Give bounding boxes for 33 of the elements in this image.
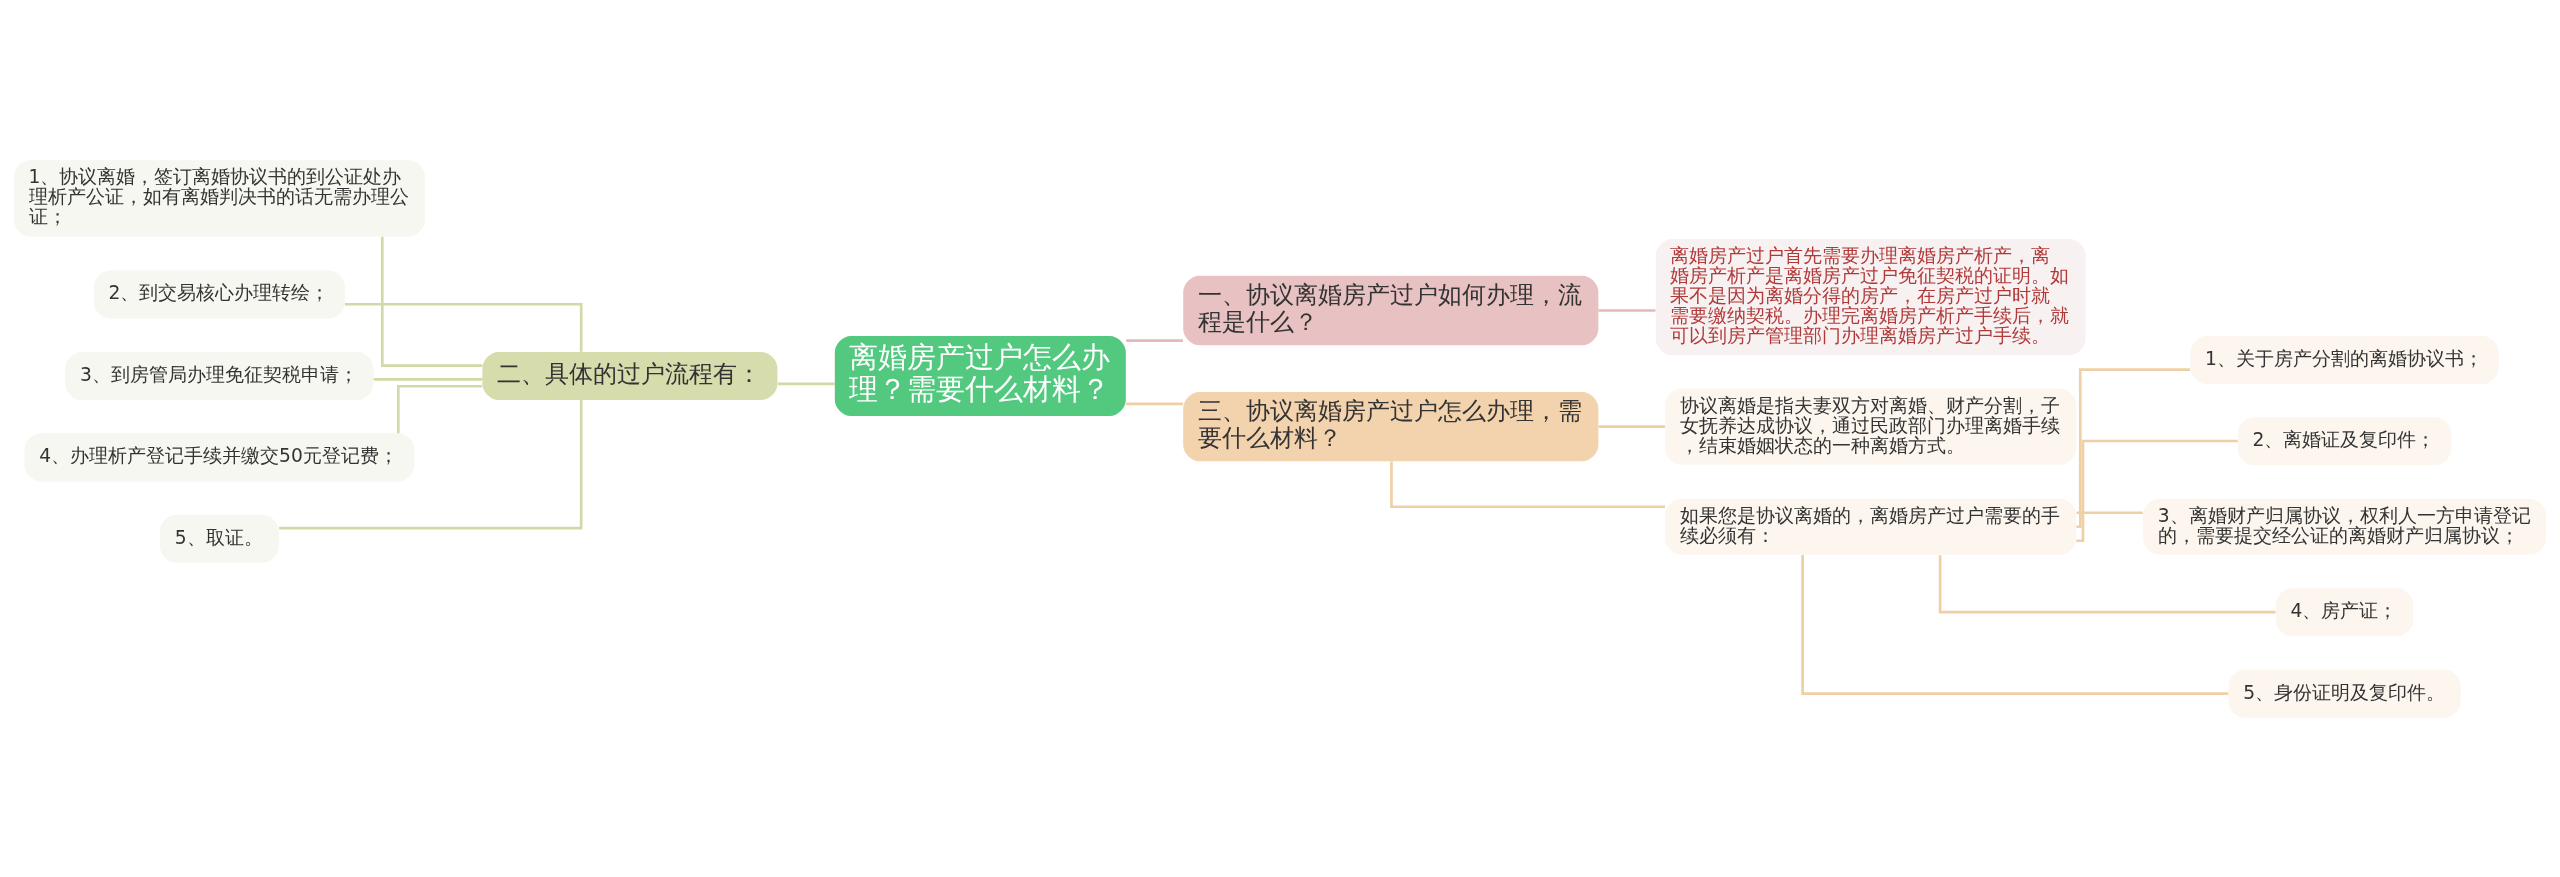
connector xyxy=(279,399,583,529)
connector xyxy=(396,384,482,433)
connector xyxy=(2076,367,2191,528)
node-box: 离婚房产过户怎么办理？需要什么材料？ xyxy=(834,335,1126,416)
connector xyxy=(380,236,483,367)
connector xyxy=(1390,461,1666,508)
node-box: 2、到交易核心办理转绘； xyxy=(93,269,345,319)
connector xyxy=(1126,402,1183,405)
node-box: 1、协议离婚，签订离婚协议书的到公证处办理析产公证，如有离婚判决书的话无需办理公证； xyxy=(13,159,425,236)
node-box: 协议离婚是指夫妻双方对离婚、财产分割，子女抚养达成协议，通过民政部门办理离婚手续，结束婚姻状态的一种离婚方式。 xyxy=(1665,388,2077,465)
node-box: 1、关于房产分割的离婚协议书； xyxy=(2190,335,2499,384)
connector xyxy=(1598,424,1665,428)
node-box: 3、离婚财产归属协议，权利人一方申请登记的，需要提交经公证的离婚财产归属协议； xyxy=(2143,498,2547,555)
connector xyxy=(1598,308,1656,312)
node-box: 3、到房管局办理免征契税申请； xyxy=(65,351,374,400)
connector xyxy=(2076,510,2143,514)
connector xyxy=(777,382,835,385)
node-box: 4、办理析产登记手续并缴交50元登记费； xyxy=(24,432,415,481)
connector xyxy=(1938,554,2276,614)
connector xyxy=(373,377,483,381)
node-box: 5、取证。 xyxy=(160,514,279,563)
node-box: 二、具体的过户流程有： xyxy=(482,351,778,400)
node-box: 离婚房产过户首先需要办理离婚房产析产，离婚房产析产是离婚房产过户免征契税的证明。如果不是因为离婚分得的房产，在房产过户时就需要缴纳契税。办理完离婚房产析产手续后，就可以到房产管理部门办理离婚房产过户手续。 xyxy=(1655,238,2086,355)
node-box: 一、协议离婚房产过户如何办理，流程是什么？ xyxy=(1183,275,1599,345)
connector xyxy=(344,302,583,352)
node-box: 2、离婚证及复印件； xyxy=(2237,416,2452,465)
connector xyxy=(1126,338,1183,342)
node-box: 4、房产证； xyxy=(2275,587,2414,636)
node-box: 三、协议离婚房产过户怎么办理，需要什么材料？ xyxy=(1183,391,1599,461)
connector xyxy=(1801,554,2229,695)
node-box: 如果您是协议离婚的，离婚房产过户需要的手续必须有： xyxy=(1665,498,2077,555)
connector xyxy=(2076,439,2238,542)
node-box: 5、身份证明及复印件。 xyxy=(2228,669,2461,718)
